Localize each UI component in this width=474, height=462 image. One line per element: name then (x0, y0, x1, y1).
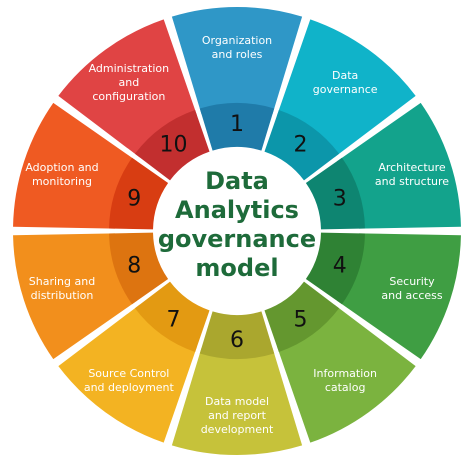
center-title-line-2: Analytics (175, 196, 299, 224)
segment-3-inner (305, 157, 365, 230)
segment-10-label-line-1: Administration (89, 62, 170, 75)
segment-6-outer (171, 347, 303, 455)
segment-5-outer (276, 304, 416, 443)
segment-2-number: 2 (293, 133, 307, 158)
segment-5-inner (264, 281, 340, 352)
segment-4-label-line-2: and access (381, 289, 443, 302)
center-title-line-1: Data (205, 167, 269, 195)
segment-2-label-line-1: Data (332, 69, 358, 82)
segment-4-number: 4 (333, 253, 347, 278)
segment-7-outer (58, 304, 198, 443)
segment-5-number: 5 (293, 307, 307, 332)
segment-3-number: 3 (333, 187, 347, 212)
segment-10-label-line-2: and (118, 76, 139, 89)
segment-4-outer (337, 233, 461, 360)
segment-9-number: 9 (127, 187, 141, 212)
segment-6-label-line-2: and report (208, 409, 266, 422)
segment-9-outer (13, 102, 137, 229)
segment-8-label-line-2: distribution (31, 289, 94, 302)
segment-10-number: 10 (160, 133, 188, 158)
segment-4-inner (305, 232, 365, 305)
segment-3-outer (337, 102, 461, 229)
segment-1-inner (199, 102, 275, 151)
segment-1-outer (171, 7, 303, 115)
segment-4-label-line-1: Security (389, 275, 435, 288)
segment-9-label-line-1: Adoption and (25, 161, 98, 174)
center-title-line-4: model (195, 254, 278, 282)
segment-1-number: 1 (230, 112, 244, 137)
segment-7-label-line-1: Source Control (88, 367, 169, 380)
segment-7-inner (134, 281, 210, 352)
segment-9-inner (109, 157, 169, 230)
segment-9-label-line-2: monitoring (32, 175, 92, 188)
center-title-line-3: governance (158, 225, 316, 253)
segment-1-label-line-1: Organization (202, 34, 272, 47)
segment-8-label-line-1: Sharing and (29, 275, 95, 288)
segment-8-inner (109, 232, 169, 305)
segment-10-outer (58, 19, 198, 158)
segment-8-number: 8 (127, 253, 141, 278)
segment-2-label-line-2: governance (313, 83, 378, 96)
segment-2-outer (276, 19, 416, 158)
segment-6-inner (199, 311, 275, 359)
segment-6-label-line-1: Data model (205, 395, 269, 408)
segment-6-number: 6 (230, 328, 244, 353)
segment-1-label-line-2: and roles (212, 48, 263, 61)
segment-3-label-line-1: Architecture (378, 161, 446, 174)
segment-8-outer (13, 233, 137, 360)
center-title: Data Analytics governance model (158, 167, 316, 282)
segment-3-label-line-2: and structure (375, 175, 449, 188)
segment-10-inner (134, 110, 210, 181)
segment-10-label-line-3: configuration (92, 90, 165, 103)
segment-5-label-line-1: Information (313, 367, 377, 380)
segment-2-inner (264, 110, 340, 181)
segment-7-label-line-2: and deployment (84, 381, 175, 394)
segment-6-label-line-3: development (201, 423, 274, 436)
segment-7-number: 7 (167, 307, 181, 332)
segment-5-label-line-2: catalog (325, 381, 366, 394)
